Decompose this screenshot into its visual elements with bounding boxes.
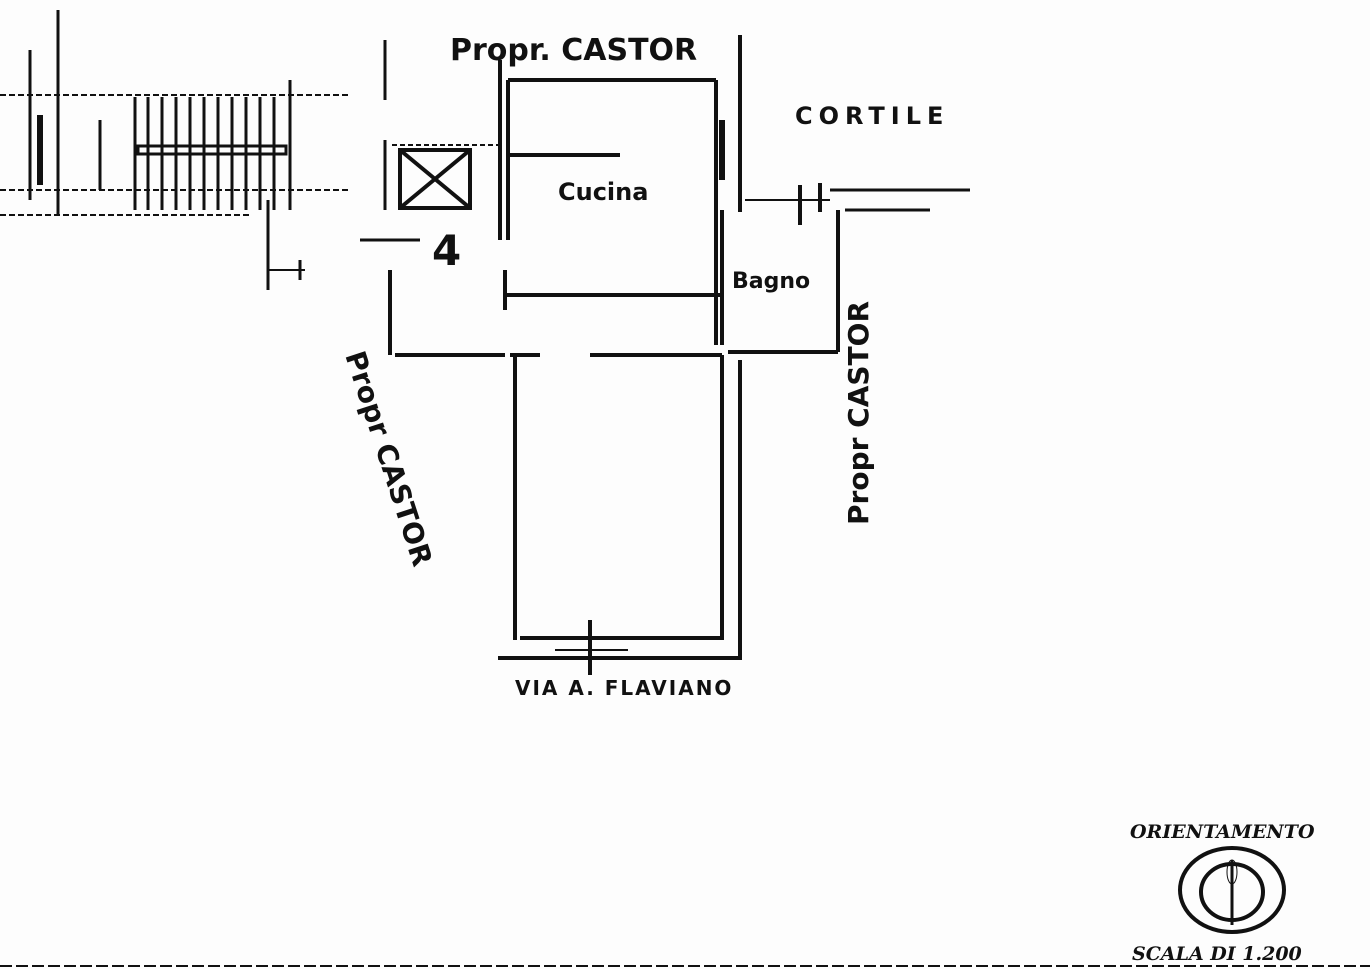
owner-label-top: Propr. CASTOR (450, 33, 697, 68)
lift-shaft (360, 40, 500, 355)
unit-number: 4 (432, 226, 461, 275)
staircase (0, 10, 350, 290)
orientation-title: ORIENTAMENTO (1130, 821, 1315, 843)
owner-label-left: Propr CASTOR (338, 347, 439, 570)
street-label: VIA A. FLAVIANO (515, 676, 733, 700)
courtyard-label: CORTILE (795, 102, 949, 130)
scale-label: SCALA DI 1.200 (1132, 943, 1302, 965)
north-arrow-compass-icon (1178, 846, 1286, 934)
bathroom-label: Bagno (732, 269, 810, 294)
kitchen-label: Cucina (558, 178, 648, 206)
apartment-walls (395, 35, 970, 675)
owner-label-right: Propr CASTOR (842, 301, 875, 525)
